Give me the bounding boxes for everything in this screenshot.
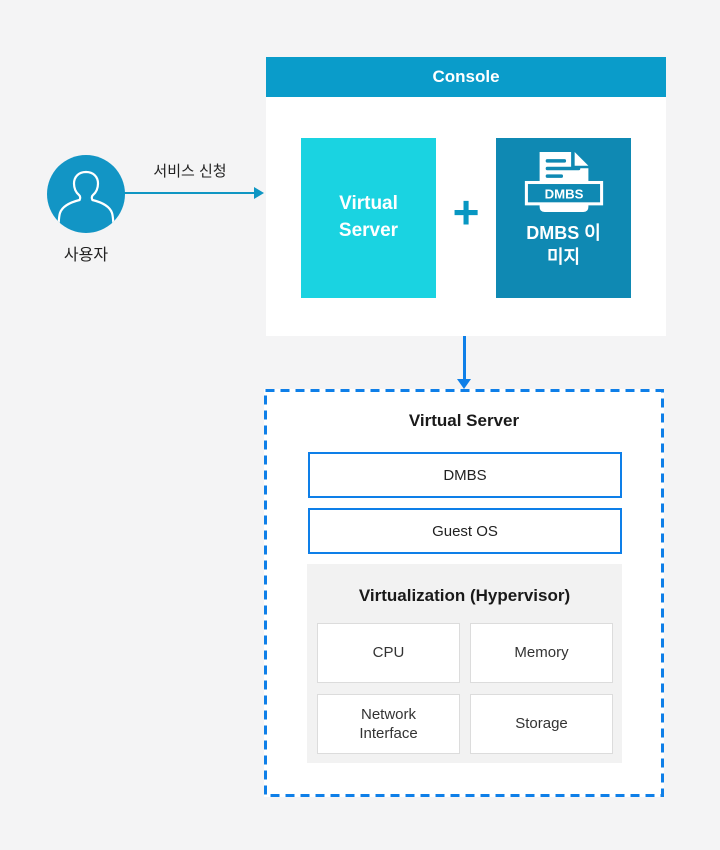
console-panel: Console Virtual Server + DMBS DMBS 이미지 bbox=[266, 57, 666, 336]
deploy-arrow-head-icon bbox=[457, 379, 471, 389]
virtual-server-box-label: Virtual Server bbox=[338, 193, 399, 241]
component-cpu-label: CPU bbox=[372, 644, 405, 662]
console-title: Console bbox=[266, 57, 666, 97]
virtual-server-stack-panel: Virtual Server DMBS Guest OS Virtualizat… bbox=[264, 389, 664, 797]
component-storage-label: Storage bbox=[515, 715, 568, 733]
component-network-interface-label: Network Interface bbox=[359, 705, 418, 743]
hypervisor-panel: Virtualization (Hypervisor) CPU Memory N… bbox=[307, 564, 622, 763]
component-storage: Storage bbox=[470, 694, 613, 754]
stack-title: Virtual Server bbox=[408, 411, 520, 430]
dmbs-image-box: DMBS DMBS 이미지 bbox=[496, 138, 631, 298]
dmbs-document-icon: DMBS bbox=[524, 152, 603, 212]
user-icon bbox=[47, 155, 125, 233]
request-arrow-head-icon bbox=[254, 187, 264, 199]
dmbs-image-label: DMBS 이미지 bbox=[526, 223, 601, 268]
service-request-label: 서비스 신청 bbox=[153, 163, 227, 180]
component-memory-label: Memory bbox=[514, 644, 569, 662]
dashed-border bbox=[264, 389, 664, 797]
component-network-interface: Network Interface bbox=[317, 694, 460, 754]
layer-dmbs-label: DMBS bbox=[443, 466, 487, 484]
plus-icon: + bbox=[452, 186, 480, 238]
user-label: 사용자 bbox=[63, 247, 109, 264]
request-arrow-line bbox=[123, 192, 256, 194]
layer-dmbs: DMBS bbox=[308, 452, 622, 498]
virtual-server-box: Virtual Server bbox=[301, 138, 436, 298]
layer-guest-os-label: Guest OS bbox=[432, 522, 498, 540]
dmbs-doc-badge-label: DMBS bbox=[544, 186, 583, 201]
component-memory: Memory bbox=[470, 623, 613, 683]
deploy-arrow-line bbox=[463, 336, 466, 381]
component-cpu: CPU bbox=[317, 623, 460, 683]
hypervisor-title: Virtualization (Hypervisor) bbox=[358, 586, 571, 605]
layer-guest-os: Guest OS bbox=[308, 508, 622, 554]
